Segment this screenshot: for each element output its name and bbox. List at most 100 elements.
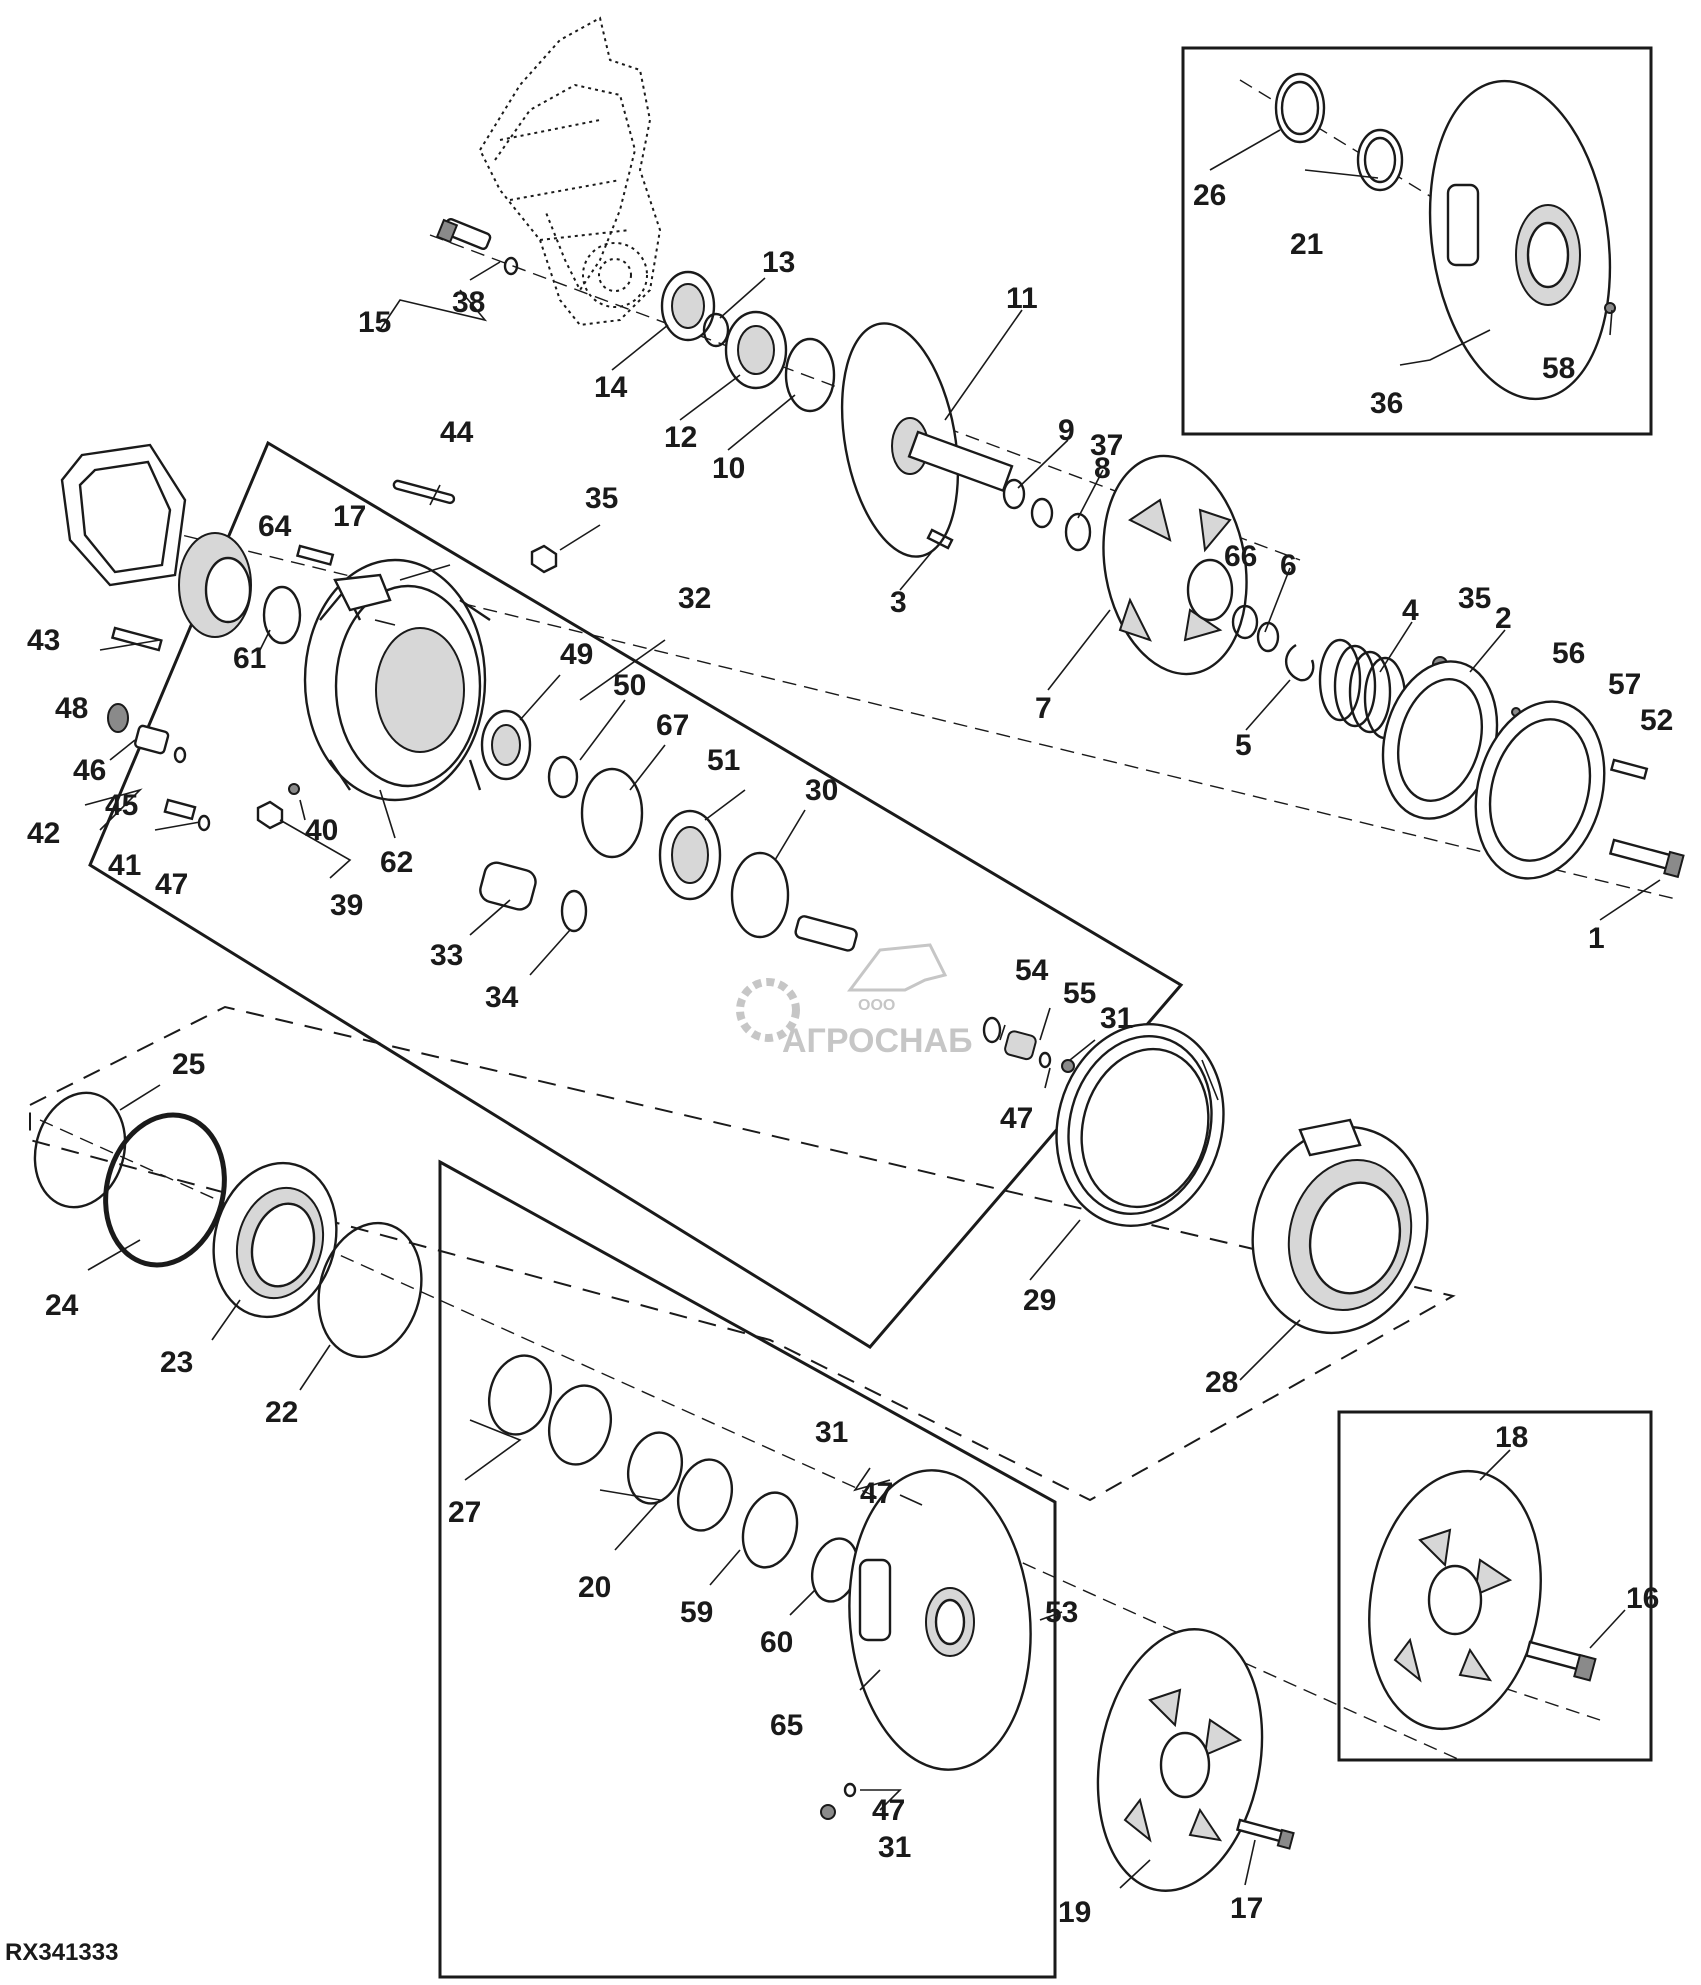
part-47-oring-mid [1038,1051,1052,1069]
callout-59: 59 [680,1596,713,1629]
part-42-fitting [134,724,170,755]
callout-47-mid: 47 [1000,1102,1033,1135]
callout-35-upper: 35 [585,482,618,515]
middle-right-parts [982,1016,1429,1335]
callout-26: 26 [1193,179,1226,212]
callout-28: 28 [1205,1366,1238,1399]
figure-id: RX341333 [5,1939,118,1966]
inset-box-bottom-right [1337,1410,1653,1762]
part-17-bolt-lower [1235,1818,1286,1844]
callout-35-right: 35 [1458,582,1491,615]
lower-left-rings [33,1091,423,1359]
part-45-oring [173,746,187,764]
callout-62: 62 [380,846,413,879]
left-housing-parts [60,443,858,952]
callout-55: 55 [1063,977,1096,1010]
callout-23: 23 [160,1346,193,1379]
callout-47-lower-bottom: 47 [872,1794,905,1827]
callout-47-left: 47 [155,868,188,901]
part-58-pin [1604,302,1616,314]
part-59-bushing [741,1491,799,1569]
callout-36: 36 [1370,387,1403,420]
callout-33: 33 [430,939,463,972]
part-6-ring [1256,621,1280,653]
callout-29: 29 [1023,1284,1056,1317]
callout-5: 5 [1235,729,1252,762]
engine-housing-reference [478,16,662,327]
callout-58: 58 [1542,352,1575,385]
callout-37: 37 [1090,429,1123,462]
part-65-sheave [848,1469,1032,1771]
part-13-snap-ring [702,312,730,348]
part-9-ring [1002,478,1026,510]
part-24-ring [103,1112,227,1268]
part-39-nut [256,800,284,830]
callout-12: 12 [664,421,697,454]
callout-10: 10 [712,452,745,485]
part-17-bolt-upper [295,544,335,566]
callout-8: 8 [1094,452,1111,485]
part-16-bolt [1524,1640,1586,1672]
part-22-ring [317,1221,423,1359]
part-61-seal [262,585,302,645]
part-50-snap-ring [547,755,579,799]
part-5-snap-ring [1285,643,1315,682]
part-33-sleeve [479,861,537,911]
part-34-snap-ring [560,889,588,933]
callout-32: 32 [678,582,711,615]
part-41-plug [163,798,197,821]
callout-14: 14 [594,371,628,404]
part-1-bolt [1608,838,1674,871]
part-29-seal [1055,1023,1225,1227]
part-46-fitting [107,703,129,733]
callout-48: 48 [55,692,88,725]
callout-66: 66 [1224,540,1257,573]
callout-9: 9 [1058,414,1075,447]
part-35-nut-upper [530,544,558,574]
part-54-ring [982,1016,1002,1044]
group-outline-upper [88,440,1184,1349]
callout-11: 11 [1006,282,1038,315]
bottom-right-parts [1096,1469,1597,1892]
part-8-seal [1064,512,1092,552]
callout-25: 25 [172,1048,205,1081]
watermark-harvester-icon [847,943,948,992]
callout-53: 53 [1045,1596,1078,1629]
part-27-ring-a [488,1354,552,1436]
lower-group-parts [488,1354,1032,1820]
watermark-gear-icon [736,978,800,1042]
watermark-prefix: ООО [858,997,895,1014]
part-44-pin [392,479,456,505]
part-55-fitting [1004,1030,1037,1061]
part-20-ring-a [627,1431,683,1505]
callout-17-upper: 17 [333,500,366,533]
part-19-cam-plate [1096,1628,1264,1892]
part-62-housing [303,558,491,802]
callout-4: 4 [1402,594,1419,627]
diagram-frames [29,46,1653,1979]
callout-15: 15 [358,306,391,339]
group-outline-lower [438,1159,1057,1979]
callout-7: 7 [1035,692,1052,725]
callout-40: 40 [305,814,338,847]
callout-1: 1 [1588,922,1605,955]
callout-60: 60 [760,1626,793,1659]
callout-46: 46 [73,754,106,787]
callout-65: 65 [770,1709,803,1742]
callout-6: 6 [1280,549,1297,582]
part-30-retaining-ring [730,851,790,939]
callout-67: 67 [656,709,689,742]
callout-22: 22 [265,1396,298,1429]
callout-64: 64 [258,510,292,543]
callout-39: 39 [330,889,363,922]
callout-20: 20 [578,1571,611,1604]
callout-41: 41 [108,849,141,882]
callout-31-lower-bottom: 31 [878,1831,911,1864]
callout-24: 24 [45,1289,79,1322]
callout-43: 43 [27,624,60,657]
callout-18: 18 [1495,1421,1528,1454]
top-shaft-parts [435,217,1685,880]
callout-42: 42 [27,817,60,850]
callout-54: 54 [1015,954,1049,987]
